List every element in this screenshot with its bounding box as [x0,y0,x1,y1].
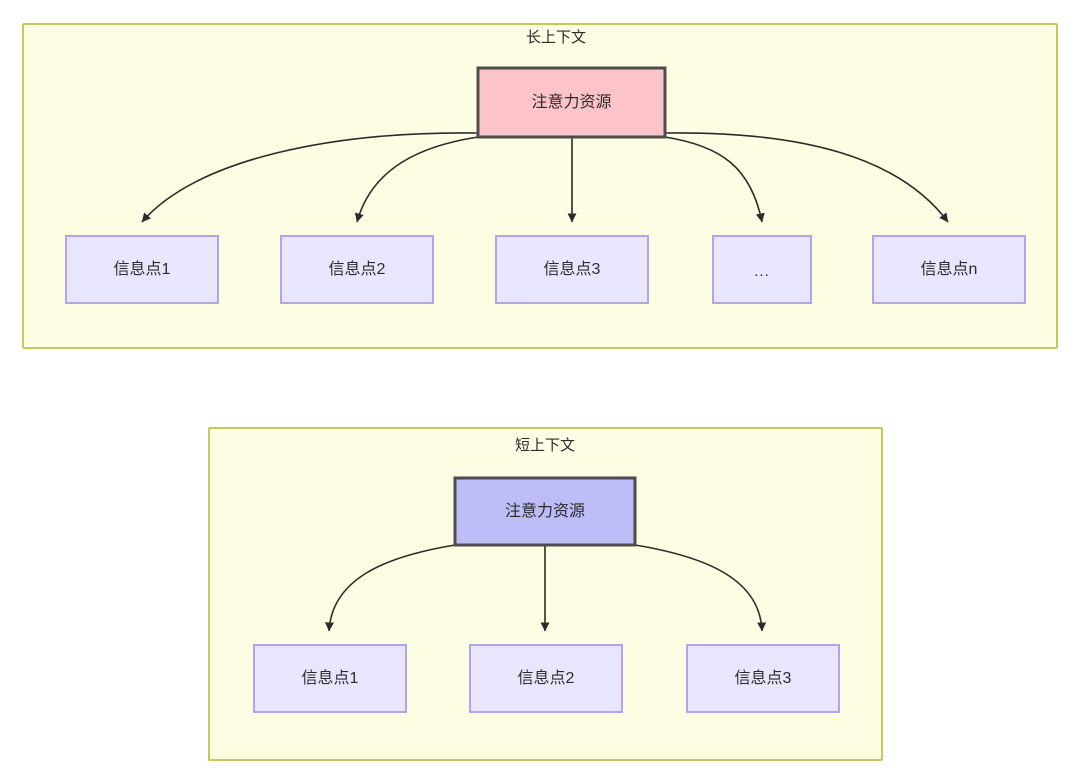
panel-short-context-edges [325,544,767,632]
edge-source-to-info-ellipsis [664,136,765,223]
node-info-point-3-long[interactable]: 信息点3 [495,235,649,304]
node-info-point-ellipsis-long-box[interactable] [712,235,812,304]
node-info-point-ellipsis-long-label: ... [754,263,770,280]
panel-long-context: 长上下文 注意力资源 信息点1 信息点2 [22,23,1058,349]
node-info-point-1-short[interactable]: 信息点1 [253,644,407,713]
node-info-point-1-long-label: 信息点1 [114,260,171,278]
panel-short-context-title: 短上下文 [515,437,575,454]
edge-source-to-info-1-short [325,544,456,632]
node-info-point-2-short-box[interactable] [469,644,623,713]
node-info-point-ellipsis-long[interactable]: ... [712,235,812,304]
edge-source-to-info-3-short [634,544,767,632]
node-attention-resource-long-box[interactable] [476,66,667,139]
node-info-point-3-long-label: 信息点3 [544,260,601,278]
edge-source-to-info-1 [141,132,479,223]
node-info-point-n-long[interactable]: 信息点n [872,235,1026,304]
node-info-point-n-long-box[interactable] [872,235,1026,304]
node-info-point-1-short-label: 信息点1 [302,669,359,687]
node-info-point-3-short-label: 信息点3 [735,669,792,687]
node-attention-resource-short-label: 注意力资源 [505,501,585,520]
node-info-point-n-long-label: 信息点n [921,260,978,278]
panel-long-context-title: 长上下文 [526,29,586,46]
node-info-point-1-long-box[interactable] [65,235,219,304]
node-info-point-3-short[interactable]: 信息点3 [686,644,840,713]
node-attention-resource-short[interactable]: 注意力资源 [453,476,637,547]
node-info-point-2-short[interactable]: 信息点2 [469,644,623,713]
node-info-point-1-short-box[interactable] [253,644,407,713]
node-info-point-1-long[interactable]: 信息点1 [65,235,219,304]
node-info-point-3-short-box[interactable] [686,644,840,713]
node-info-point-2-long-box[interactable] [280,235,434,304]
node-info-point-2-long-label: 信息点2 [329,260,386,278]
node-info-point-3-long-box[interactable] [495,235,649,304]
node-info-point-2-long[interactable]: 信息点2 [280,235,434,304]
node-attention-resource-short-box[interactable] [453,476,637,547]
edge-source-to-info-n [664,132,949,223]
node-info-point-2-short-label: 信息点2 [518,669,575,687]
panel-short-context: 短上下文 注意力资源 信息点1 信息点2 信息点3 [208,427,883,761]
node-attention-resource-long[interactable]: 注意力资源 [476,66,667,139]
edge-source-to-info-2 [354,136,479,223]
panel-long-context-edges [141,132,949,223]
node-attention-resource-long-label: 注意力资源 [531,92,611,111]
